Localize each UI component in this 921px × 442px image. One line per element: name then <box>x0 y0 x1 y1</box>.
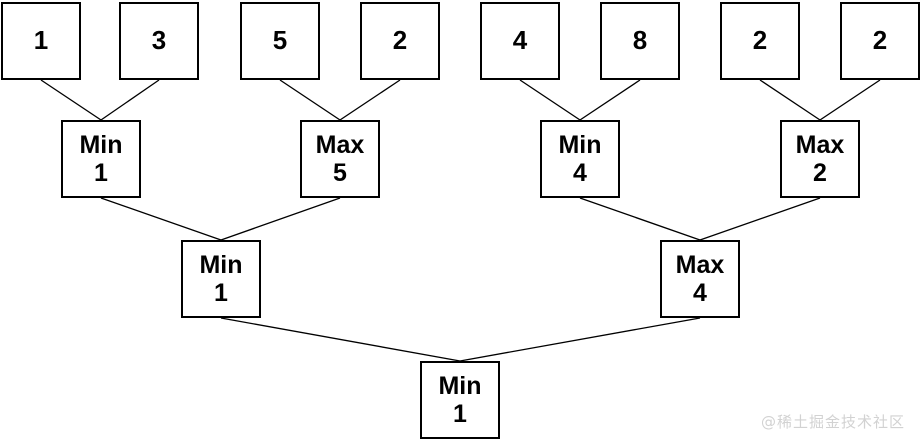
node-value: 5 <box>272 25 288 56</box>
tree-edge <box>220 317 461 362</box>
tree-edge <box>459 317 701 362</box>
node-operator-label: Min <box>558 131 602 159</box>
node-value: 4 <box>573 159 587 187</box>
node-value: 2 <box>872 25 888 56</box>
tree-edge <box>100 79 160 121</box>
tree-edge <box>100 197 222 241</box>
node-value: 1 <box>214 279 228 307</box>
leaf-node: 2 <box>720 2 800 80</box>
node-operator-label: Min <box>199 251 243 279</box>
node-value: 2 <box>752 25 768 56</box>
tree-edge <box>519 79 581 121</box>
leaf-node: 2 <box>840 2 920 80</box>
node-operator-label: Min <box>438 372 482 400</box>
node-operator-label: Max <box>795 131 845 159</box>
tree-edge <box>819 79 881 121</box>
node-operator-label: Max <box>315 131 365 159</box>
leaf-node: 2 <box>360 2 440 80</box>
leaf-node: 1 <box>1 2 81 80</box>
leaf-node: 3 <box>119 2 199 80</box>
node-value: 1 <box>453 400 467 428</box>
tree-edge <box>279 79 341 121</box>
tree-edge <box>220 197 341 241</box>
leaf-node: 8 <box>600 2 680 80</box>
node-value: 5 <box>333 159 347 187</box>
node-operator-label: Max <box>675 251 725 279</box>
node-value: 1 <box>33 25 49 56</box>
leaf-node: 4 <box>480 2 560 80</box>
tree-edge <box>40 79 102 121</box>
tree-edge <box>579 79 641 121</box>
tree-edge <box>759 79 821 121</box>
tree-edge <box>579 197 701 241</box>
node-value: 4 <box>512 25 528 56</box>
tree-edge <box>339 79 401 121</box>
node-value: 1 <box>94 159 108 187</box>
node-value: 2 <box>813 159 827 187</box>
node-value: 3 <box>151 25 167 56</box>
node-value: 4 <box>693 279 707 307</box>
tree-edge <box>699 197 821 241</box>
node-value: 2 <box>392 25 408 56</box>
leaf-node: 5 <box>240 2 320 80</box>
node-value: 8 <box>632 25 648 56</box>
watermark: @稀土掘金技术社区 <box>760 413 905 431</box>
node-operator-label: Min <box>79 131 123 159</box>
